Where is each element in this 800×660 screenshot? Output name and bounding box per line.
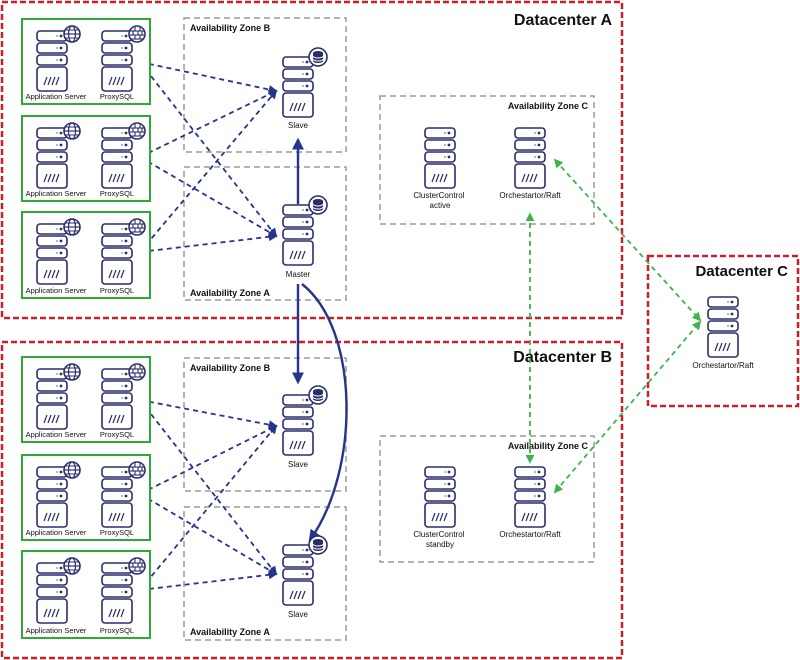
app-group: Application Server ProxySQL — [21, 115, 151, 202]
raft-links — [525, 158, 702, 494]
globe-icon — [63, 122, 81, 140]
app-group: Application Server ProxySQL — [21, 550, 151, 639]
db-node-slave-dcb-1: Slave — [282, 385, 328, 469]
zone-dca-a-title: Availability Zone A — [190, 288, 270, 298]
clustercontrol-active: ClusterControl active — [413, 127, 466, 210]
application-server-label: Application Server — [26, 430, 87, 439]
proxysql-server: ProxySQL — [100, 461, 146, 537]
proxysql-label: ProxySQL — [100, 626, 134, 635]
zone-dca-a: Availability Zone A — [183, 166, 347, 301]
datacenter-a-title: Datacenter A — [514, 12, 613, 29]
application-server: Application Server — [26, 557, 87, 635]
application-server-label: Application Server — [26, 286, 87, 295]
brick-wall-icon — [128, 557, 146, 575]
globe-icon — [63, 218, 81, 236]
proxysql-server: ProxySQL — [100, 557, 146, 635]
zone-dca-b: Availability Zone B — [183, 17, 347, 153]
brick-wall-icon — [128, 122, 146, 140]
proxysql-server: ProxySQL — [100, 218, 146, 295]
brick-wall-icon — [128, 218, 146, 236]
db-node-label: Slave — [288, 121, 309, 130]
brick-wall-icon — [128, 363, 146, 381]
proxysql-label: ProxySQL — [100, 286, 134, 295]
database-icon — [308, 47, 328, 67]
control-node-label: ClusterControl active — [413, 191, 466, 210]
brick-wall-icon — [128, 461, 146, 479]
proxysql-db-links-dca — [138, 59, 278, 256]
database-icon — [308, 385, 328, 405]
control-node-label: Orchestartor/Raft — [692, 361, 754, 370]
orchestrator-dcc: Orchestartor/Raft — [692, 296, 754, 370]
zone-dcb-c-title: Availability Zone C — [508, 441, 589, 451]
db-node-slave-dca: Slave — [282, 47, 328, 130]
db-node-slave-dcb-2: Slave — [282, 535, 328, 619]
zone-dcb-c: Availability Zone C — [379, 435, 595, 563]
globe-icon — [63, 25, 81, 43]
application-server-label: Application Server — [26, 626, 87, 635]
application-server: Application Server — [26, 461, 87, 537]
application-server: Application Server — [26, 122, 87, 198]
control-node-label: ClusterControl standby — [413, 530, 466, 549]
zone-dca-b-title: Availability Zone B — [190, 23, 271, 33]
orchestrator-dcb: Orchestartor/Raft — [499, 466, 561, 539]
application-server-label: Application Server — [26, 528, 87, 537]
app-group: Application Server ProxySQL — [21, 18, 151, 105]
zone-dcb-a: Availability Zone A — [183, 506, 347, 641]
brick-wall-icon — [128, 25, 146, 43]
datacenter-b-title: Datacenter B — [513, 349, 612, 366]
database-icon — [308, 535, 328, 555]
app-group: Application Server ProxySQL — [21, 211, 151, 299]
replication-links — [292, 137, 348, 542]
database-icon — [308, 195, 328, 215]
globe-icon — [63, 557, 81, 575]
datacenter-c-title: Datacenter C — [695, 263, 788, 280]
proxysql-server: ProxySQL — [100, 122, 146, 198]
app-group: Application Server ProxySQL — [21, 454, 151, 541]
proxysql-db-links-dcb — [138, 396, 278, 594]
application-server: Application Server — [26, 25, 87, 101]
control-node-label: Orchestartor/Raft — [499, 191, 561, 200]
zone-dcb-b-title: Availability Zone B — [190, 363, 271, 373]
zone-dca-c-title: Availability Zone C — [508, 101, 589, 111]
application-server: Application Server — [26, 218, 87, 295]
proxysql-label: ProxySQL — [100, 528, 134, 537]
db-node-label: Master — [286, 270, 311, 279]
zone-dca-c: Availability Zone C — [379, 95, 595, 225]
proxysql-server: ProxySQL — [100, 25, 146, 101]
db-node-label: Slave — [288, 460, 309, 469]
globe-icon — [63, 363, 81, 381]
application-server: Application Server — [26, 363, 87, 439]
clustercontrol-standby: ClusterControl standby — [413, 466, 466, 549]
orchestrator-dca: Orchestartor/Raft — [499, 127, 561, 200]
db-node-master-dca: Master — [282, 195, 328, 279]
zone-dcb-a-title: Availability Zone A — [190, 627, 270, 637]
proxysql-label: ProxySQL — [100, 430, 134, 439]
proxysql-label: ProxySQL — [100, 189, 134, 198]
control-node-label: Orchestartor/Raft — [499, 530, 561, 539]
proxysql-server: ProxySQL — [100, 363, 146, 439]
application-server-label: Application Server — [26, 92, 87, 101]
app-group: Application Server ProxySQL — [21, 356, 151, 443]
proxysql-label: ProxySQL — [100, 92, 134, 101]
db-node-label: Slave — [288, 610, 309, 619]
application-server-label: Application Server — [26, 189, 87, 198]
globe-icon — [63, 461, 81, 479]
